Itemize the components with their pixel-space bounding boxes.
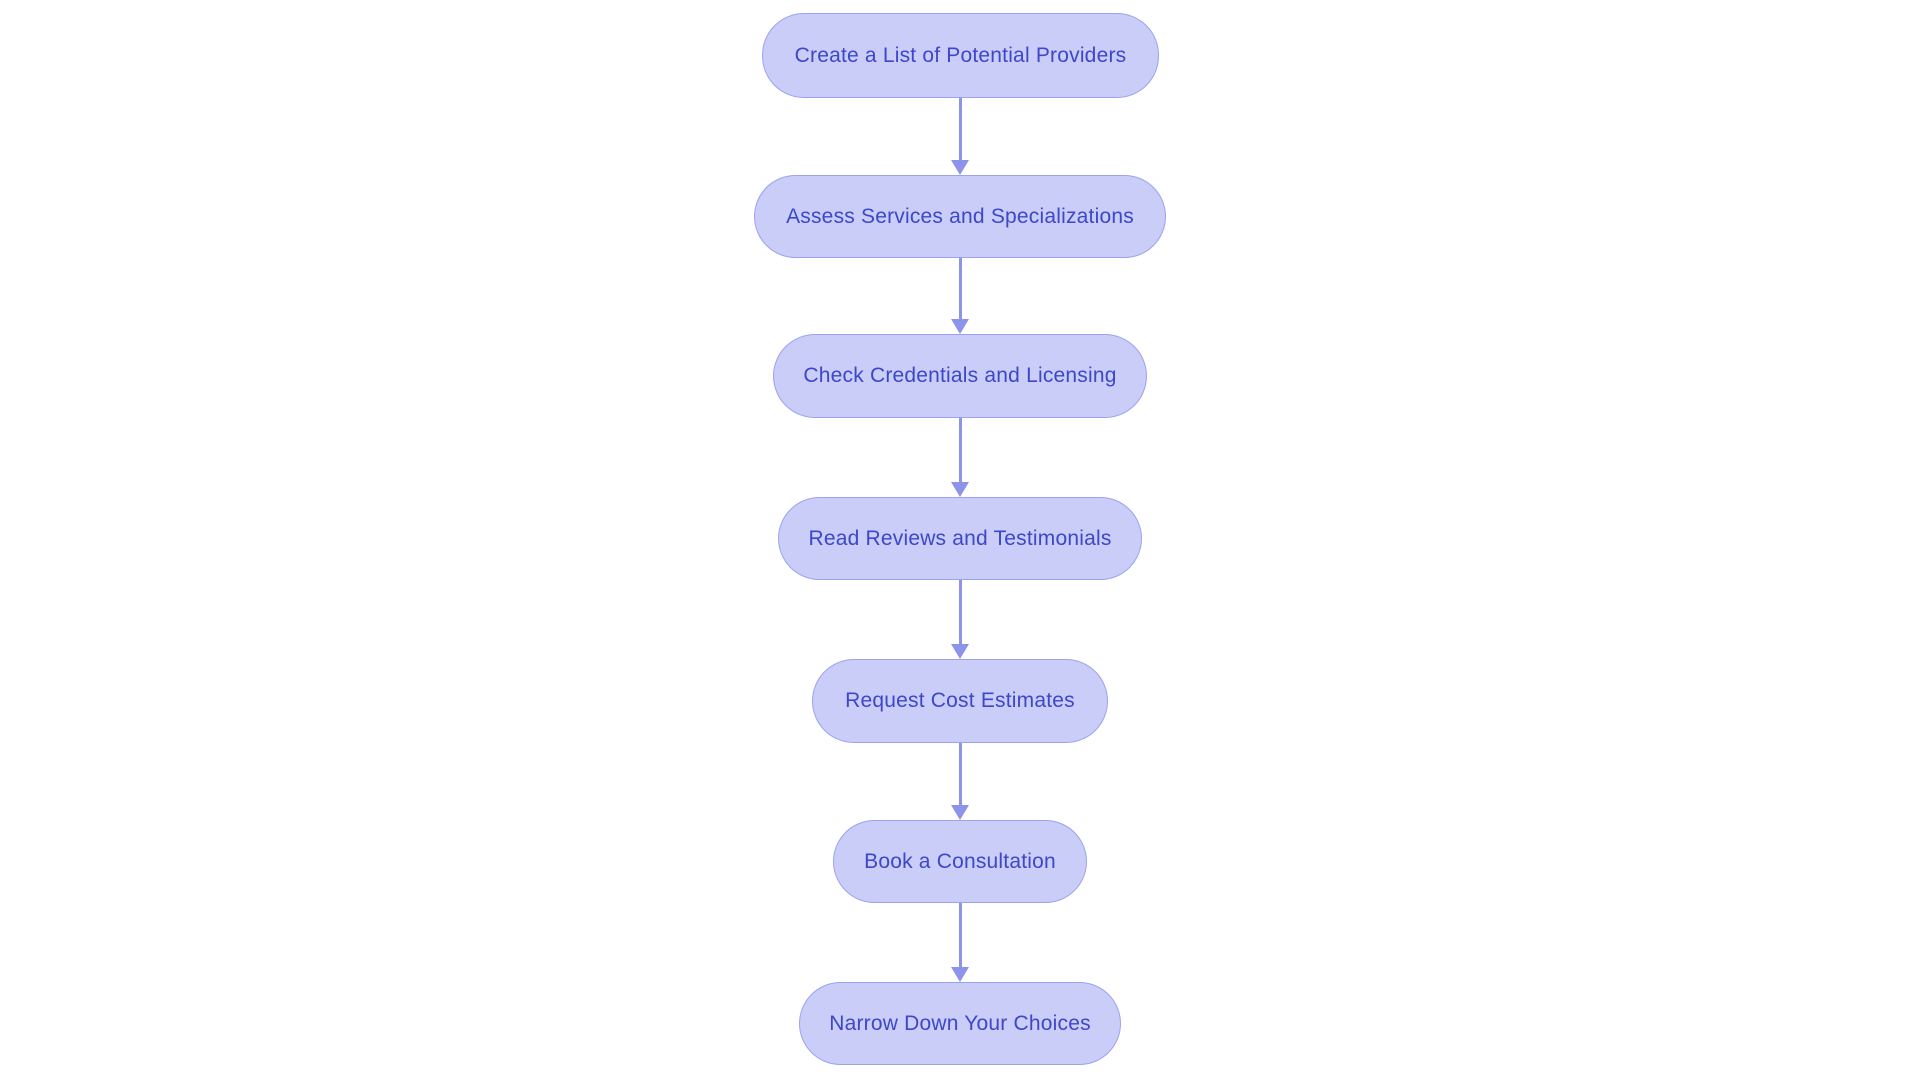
flowchart-node-book-consultation[interactable]: Book a Consultation: [833, 820, 1087, 903]
flowchart-node-assess-services[interactable]: Assess Services and Specializations: [754, 175, 1166, 258]
arrow-line: [958, 580, 962, 644]
connector-arrow-2: [951, 258, 969, 334]
arrow-line: [958, 98, 962, 160]
arrow-down-icon: [951, 805, 969, 820]
flowchart-node-create-list[interactable]: Create a List of Potential Providers: [762, 13, 1159, 98]
arrow-down-icon: [951, 319, 969, 334]
flowchart-node-narrow-choices[interactable]: Narrow Down Your Choices: [799, 982, 1121, 1065]
flowchart-node-request-cost[interactable]: Request Cost Estimates: [812, 659, 1108, 743]
arrow-down-icon: [951, 482, 969, 497]
arrow-line: [958, 418, 962, 482]
arrow-line: [958, 258, 962, 319]
node-label: Check Credentials and Licensing: [803, 364, 1117, 387]
arrow-down-icon: [951, 967, 969, 982]
connector-arrow-1: [951, 98, 969, 175]
node-label: Create a List of Potential Providers: [794, 43, 1127, 67]
node-label: Narrow Down Your Choices: [829, 1011, 1091, 1035]
connector-arrow-5: [951, 743, 969, 820]
flowchart-node-read-reviews[interactable]: Read Reviews and Testimonials: [778, 497, 1142, 580]
connector-arrow-3: [951, 418, 969, 497]
connector-arrow-4: [951, 580, 969, 659]
connector-arrow-6: [951, 903, 969, 982]
node-label: Book a Consultation: [864, 849, 1056, 873]
arrow-down-icon: [951, 644, 969, 659]
node-label: Read Reviews and Testimonials: [808, 526, 1112, 550]
node-label: Request Cost Estimates: [845, 689, 1075, 712]
arrow-line: [958, 743, 962, 805]
arrow-down-icon: [951, 160, 969, 175]
flowchart-node-check-credentials[interactable]: Check Credentials and Licensing: [773, 334, 1147, 418]
node-label: Assess Services and Specializations: [786, 204, 1134, 228]
arrow-line: [958, 903, 962, 967]
